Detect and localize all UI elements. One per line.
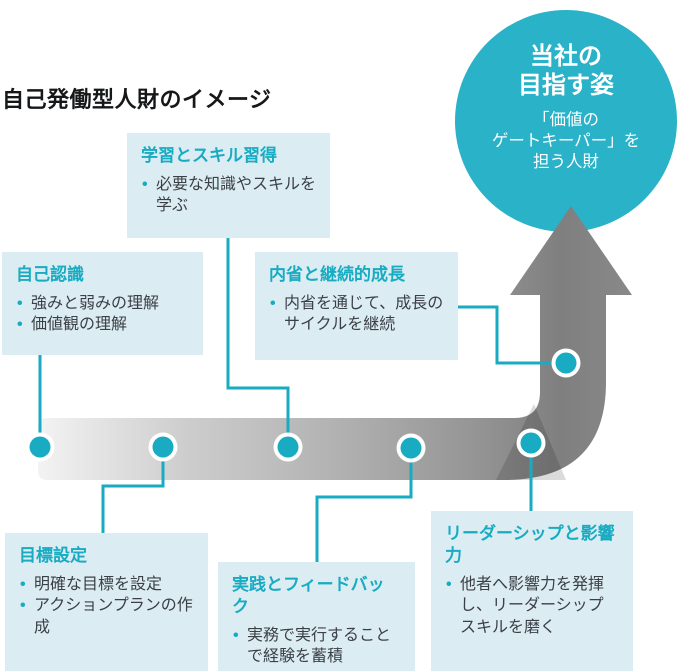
step-dot [396,433,426,463]
bullet-item: 実務で実行することで経験を蓄積 [232,625,401,668]
connector-line [226,238,290,447]
goal-title-line: 当社の [530,43,602,71]
step-box-self-awareness: 自己認識 強みと弱みの理解 価値観の理解 [2,252,203,355]
step-box-reflection: 内省と継続的成長 内省を通じて、成長のサイクルを継続 [255,252,458,360]
bullet-item: 必要な知識やスキルを学ぶ [141,174,316,217]
bullet-item: 価値観の理解 [16,314,189,336]
box-bullet-list: 明確な目標を設定 アクションプランの作成 [19,574,194,638]
bullet-item: 内省を通じて、成長のサイクルを継続 [269,293,444,336]
box-title: リーダーシップと影響力 [445,524,615,566]
bullet-item: 他者へ影響力を発揮し、リーダーシップスキルを磨く [445,574,619,638]
page-title: 自己発働型人財のイメージ [2,87,272,112]
bullet-item: 明確な目標を設定 [19,574,194,596]
step-dot [551,348,581,378]
step-dot [516,428,546,458]
box-bullet-list: 強みと弱みの理解 価値観の理解 [16,293,189,336]
goal-circle: 当社の 目指す姿 「価値の ゲートキーパー」を 担う人財 [455,10,677,232]
box-bullet-list: 他者へ影響力を発揮し、リーダーシップスキルを磨く [445,574,619,638]
step-box-practice-feedback: 実践とフィードバック 実務で実行することで経験を蓄積 [218,562,415,671]
connector-line [458,305,566,365]
connector-line [101,447,165,533]
step-box-goal-setting: 目標設定 明確な目標を設定 アクションプランの作成 [5,533,208,671]
bullet-item: 強みと弱みの理解 [16,293,189,315]
box-title: 内省と継続的成長 [269,265,405,284]
connector-lines [38,238,566,562]
goal-title-line: 目指す姿 [518,72,614,100]
box-title: 学習とスキル習得 [141,146,277,165]
connector-line [315,448,413,562]
goal-subtitle-line: 担う人財 [533,153,599,172]
step-dot [25,432,55,462]
box-title: 自己認識 [16,265,84,284]
goal-subtitle-line: ゲートキーパー」を [491,132,641,151]
box-bullet-list: 必要な知識やスキルを学ぶ [141,174,316,217]
step-box-learning: 学習とスキル習得 必要な知識やスキルを学ぶ [127,133,330,238]
box-title: 実践とフィードバック [232,575,385,617]
step-dot [273,432,303,462]
step-dots [25,348,581,463]
bullet-item: アクションプランの作成 [19,595,194,638]
box-bullet-list: 実務で実行することで経験を蓄積 [232,625,401,668]
box-bullet-list: 内省を通じて、成長のサイクルを継続 [269,293,444,336]
goal-subtitle-line: 「価値の [533,110,599,129]
step-box-leadership: リーダーシップと影響力 他者へ影響力を発揮し、リーダーシップスキルを磨く [431,511,633,671]
box-title: 目標設定 [19,546,87,565]
growth-arrow-shape [38,206,632,480]
step-dot [148,432,178,462]
